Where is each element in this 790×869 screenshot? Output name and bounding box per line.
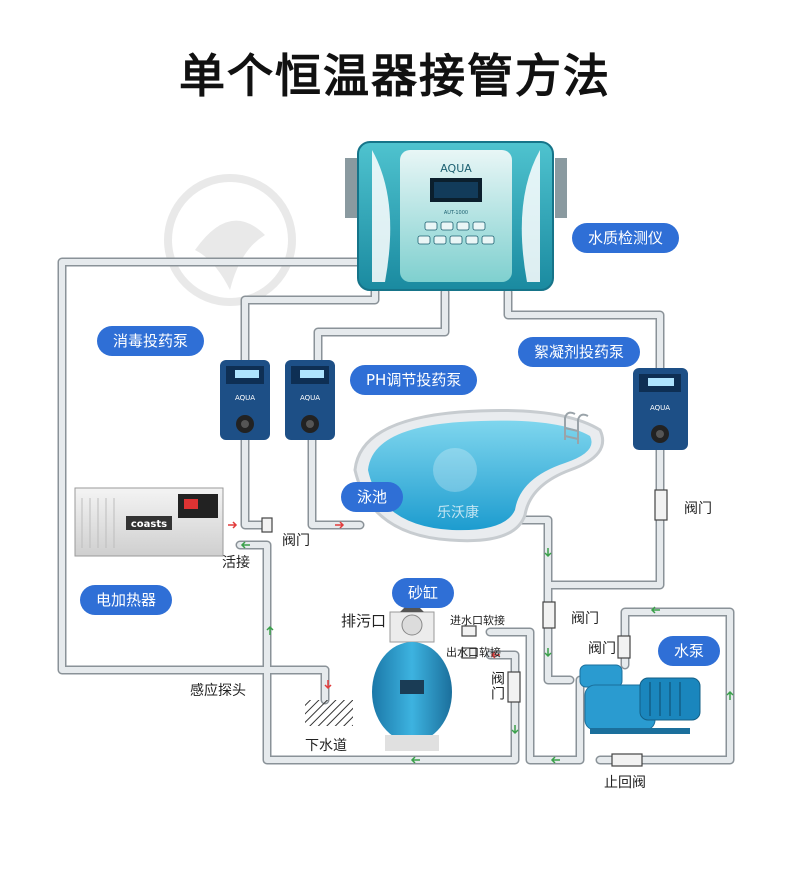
label-outlet-hose: 出水口软接 <box>446 644 501 660</box>
label-union: 活接 <box>222 552 250 572</box>
label-valve: 阀门 <box>571 608 599 628</box>
label-valve: 阀门 <box>487 671 507 701</box>
label-valve: 阀门 <box>282 530 310 550</box>
label-disinfect-pump: 消毒投药泵 <box>97 326 204 356</box>
pump-brand: AQUA <box>650 404 670 412</box>
label-sensor-probe: 感应探头 <box>190 680 246 700</box>
label-sand-tank: 砂缸 <box>392 578 454 608</box>
water-pump <box>580 665 700 734</box>
label-pool: 泳池 <box>341 482 403 512</box>
label-inlet-hose: 进水口软接 <box>450 612 505 628</box>
flocculant-dosing-pump: AQUA <box>633 368 688 450</box>
ph-dosing-pump: AQUA <box>285 360 335 440</box>
label-heater: 电加热器 <box>80 585 172 615</box>
label-water-pump: 水泵 <box>658 636 720 666</box>
watermark-logo <box>168 178 292 302</box>
label-floc-pump: 絮凝剂投药泵 <box>518 337 640 367</box>
label-water-quality-monitor: 水质检测仪 <box>572 223 679 253</box>
water-quality-monitor: AQUA AUT-1000 <box>345 142 567 290</box>
electric-heater: coasts <box>75 488 223 556</box>
monitor-model: AUT-1000 <box>444 210 468 216</box>
label-check-valve: 止回阀 <box>604 772 646 792</box>
monitor-brand: AQUA <box>440 162 472 175</box>
label-valve: 阀门 <box>684 498 712 518</box>
label-sewer: 下水道 <box>305 735 347 755</box>
pump-brand: AQUA <box>300 394 320 402</box>
label-ph-pump: PH调节投药泵 <box>350 365 477 395</box>
pool-watermark: 乐沃康 <box>437 502 479 522</box>
sewer-drain-icon <box>305 700 353 726</box>
label-valve: 阀门 <box>588 638 616 658</box>
heater-brand: coasts <box>131 519 167 530</box>
disinfect-dosing-pump: AQUA <box>220 360 270 440</box>
label-drain-outlet: 排污口 <box>341 610 386 631</box>
pump-brand: AQUA <box>235 394 255 402</box>
